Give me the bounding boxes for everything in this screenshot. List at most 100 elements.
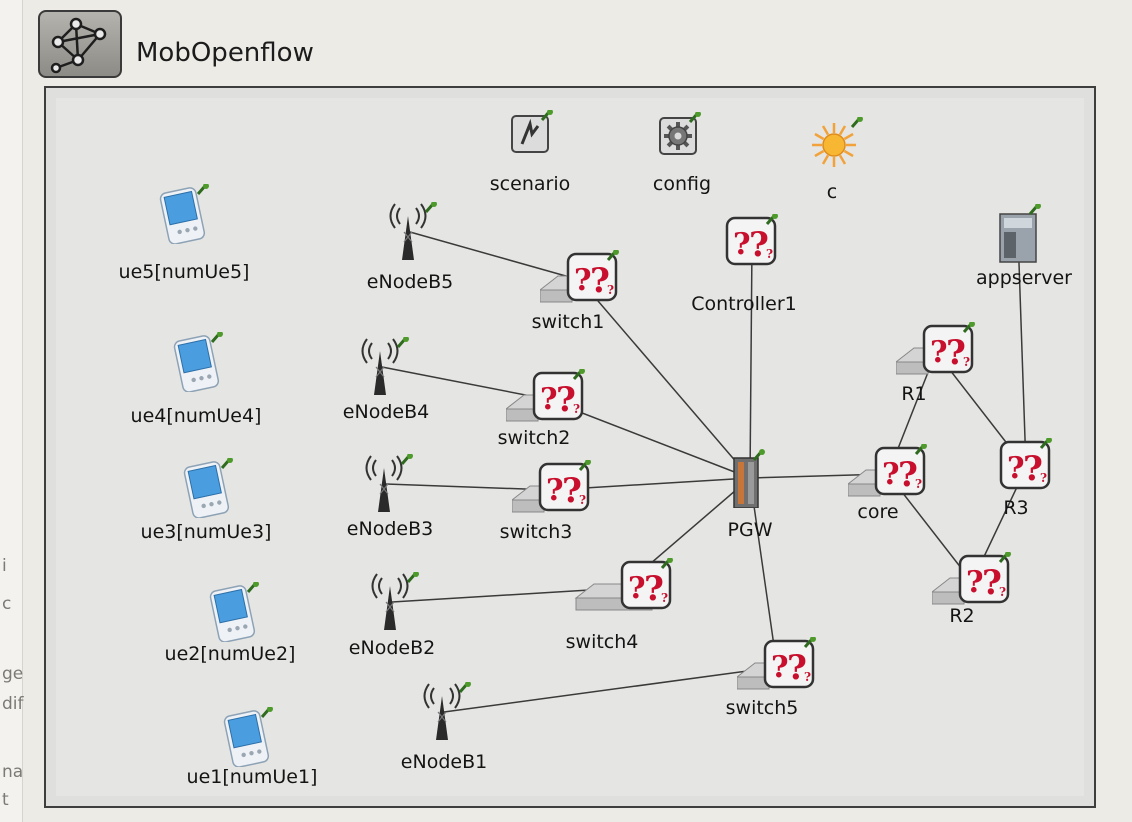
unknown-module-icon: ???	[848, 444, 927, 497]
svg-text:?: ?	[579, 493, 586, 507]
node-label-switch3: switch3	[499, 521, 573, 543]
left-panel-text: na	[2, 762, 24, 782]
node-label-switch4: switch4	[565, 631, 639, 653]
unknown-module-icon: ???	[999, 438, 1052, 490]
node-label-ue2: ue2[numUe2]	[164, 643, 296, 665]
node-label-switch5: switch5	[725, 697, 799, 719]
network-canvas[interactable]: scenario config c ue5[numUe5] ue4[numUe4] ue3…	[44, 86, 1096, 808]
node-label-r3: R3	[1003, 497, 1029, 519]
module-title-bar: MobOpenflow	[38, 10, 638, 86]
node-label-enb3: eNodeB3	[346, 518, 434, 540]
antenna-tower-icon	[371, 572, 419, 630]
svg-text:?: ?	[930, 335, 948, 370]
link-enb2-switch4	[391, 587, 623, 603]
unknown-module-icon: ???	[896, 322, 975, 375]
antenna-tower-icon	[389, 202, 437, 260]
svg-text:?: ?	[1023, 449, 1043, 489]
svg-text:?: ?	[661, 591, 668, 605]
server-icon	[999, 204, 1041, 263]
svg-text:?: ?	[966, 565, 984, 600]
svg-text:?: ?	[573, 402, 580, 416]
node-label-ue4: ue4[numUe4]	[130, 405, 262, 427]
network-module-icon	[38, 10, 122, 78]
module-title: MobOpenflow	[136, 38, 314, 68]
svg-text:?: ?	[898, 455, 918, 495]
svg-text:?: ?	[946, 333, 966, 373]
sun-icon	[812, 117, 863, 167]
unknown-module-icon: ???	[932, 552, 1011, 605]
pda-icon	[209, 582, 259, 642]
scenario-icon	[511, 110, 553, 153]
unknown-module-icon: ???	[737, 637, 816, 690]
node-label-enb2: eNodeB2	[348, 637, 436, 659]
link-controller1-pgw	[749, 243, 753, 479]
svg-text:?: ?	[963, 355, 970, 369]
svg-text:?: ?	[804, 670, 811, 684]
node-label-ue5: ue5[numUe5]	[118, 261, 250, 283]
unknown-module-icon: ???	[574, 558, 673, 611]
gear-icon	[659, 112, 701, 155]
svg-text:?: ?	[1040, 471, 1047, 485]
left-panel-text: i	[2, 556, 7, 576]
link-enb3-switch3	[385, 483, 553, 491]
link-enb1-switch5	[443, 666, 778, 713]
left-panel-text: c	[2, 594, 12, 614]
pda-icon	[173, 332, 223, 392]
antenna-tower-icon	[361, 337, 409, 395]
node-label-appserver: appserver	[976, 267, 1072, 289]
svg-text:?: ?	[644, 569, 664, 609]
node-label-enb4: eNodeB4	[342, 401, 430, 423]
node-label-enb1: eNodeB1	[400, 751, 488, 773]
svg-text:?: ?	[574, 263, 592, 298]
unknown-module-icon: ???	[540, 250, 619, 303]
svg-text:?: ?	[999, 585, 1006, 599]
antenna-tower-icon	[365, 454, 413, 512]
link-switch1-pgw	[579, 279, 751, 479]
svg-text:?: ?	[607, 283, 614, 297]
pda-icon	[159, 184, 209, 244]
node-label-r1: R1	[901, 383, 927, 405]
gateway-icon	[733, 449, 765, 508]
svg-text:?: ?	[771, 650, 789, 685]
node-label-config: config	[652, 173, 712, 195]
link-r3-appserver	[1017, 233, 1027, 469]
node-label-switch2: switch2	[497, 427, 571, 449]
svg-text:?: ?	[628, 571, 646, 606]
link-enb4-switch2	[381, 366, 547, 400]
node-label-pgw: PGW	[727, 519, 773, 541]
node-label-switch1: switch1	[531, 311, 605, 333]
node-label-ue3: ue3[numUe3]	[140, 521, 272, 543]
node-label-ue1: ue1[numUe1]	[186, 766, 318, 788]
left-panel-text: dif	[2, 694, 24, 714]
svg-text:?: ?	[766, 247, 773, 261]
svg-text:?: ?	[733, 227, 751, 262]
svg-text:?: ?	[882, 457, 900, 492]
connection-lines	[381, 231, 1027, 713]
node-label-r2: R2	[949, 605, 975, 627]
left-panel-text: t	[2, 790, 9, 810]
node-label-scenario: scenario	[489, 173, 571, 195]
node-label-controller1: Controller1	[691, 293, 797, 315]
node-label-c: c	[826, 181, 838, 203]
unknown-module-icon: ???	[512, 460, 591, 513]
svg-text:?: ?	[540, 382, 558, 417]
svg-text:?: ?	[556, 380, 576, 420]
node-label-enb5: eNodeB5	[366, 271, 454, 293]
unknown-module-icon: ???	[506, 369, 585, 422]
svg-text:?: ?	[787, 648, 807, 688]
link-enb5-switch1	[409, 231, 581, 281]
node-label-core: core	[857, 501, 899, 523]
svg-text:?: ?	[749, 225, 769, 265]
antenna-tower-icon	[423, 682, 471, 740]
svg-text:?: ?	[1007, 451, 1025, 486]
unknown-module-icon: ???	[725, 214, 778, 266]
svg-text:?: ?	[982, 563, 1002, 603]
svg-text:?: ?	[915, 477, 922, 491]
pda-icon	[223, 707, 273, 767]
pda-icon	[183, 458, 233, 518]
link-switch5-pgw	[749, 477, 778, 668]
left-panel-text: ge	[2, 664, 24, 684]
svg-text:?: ?	[590, 261, 610, 301]
svg-text:?: ?	[546, 473, 564, 508]
